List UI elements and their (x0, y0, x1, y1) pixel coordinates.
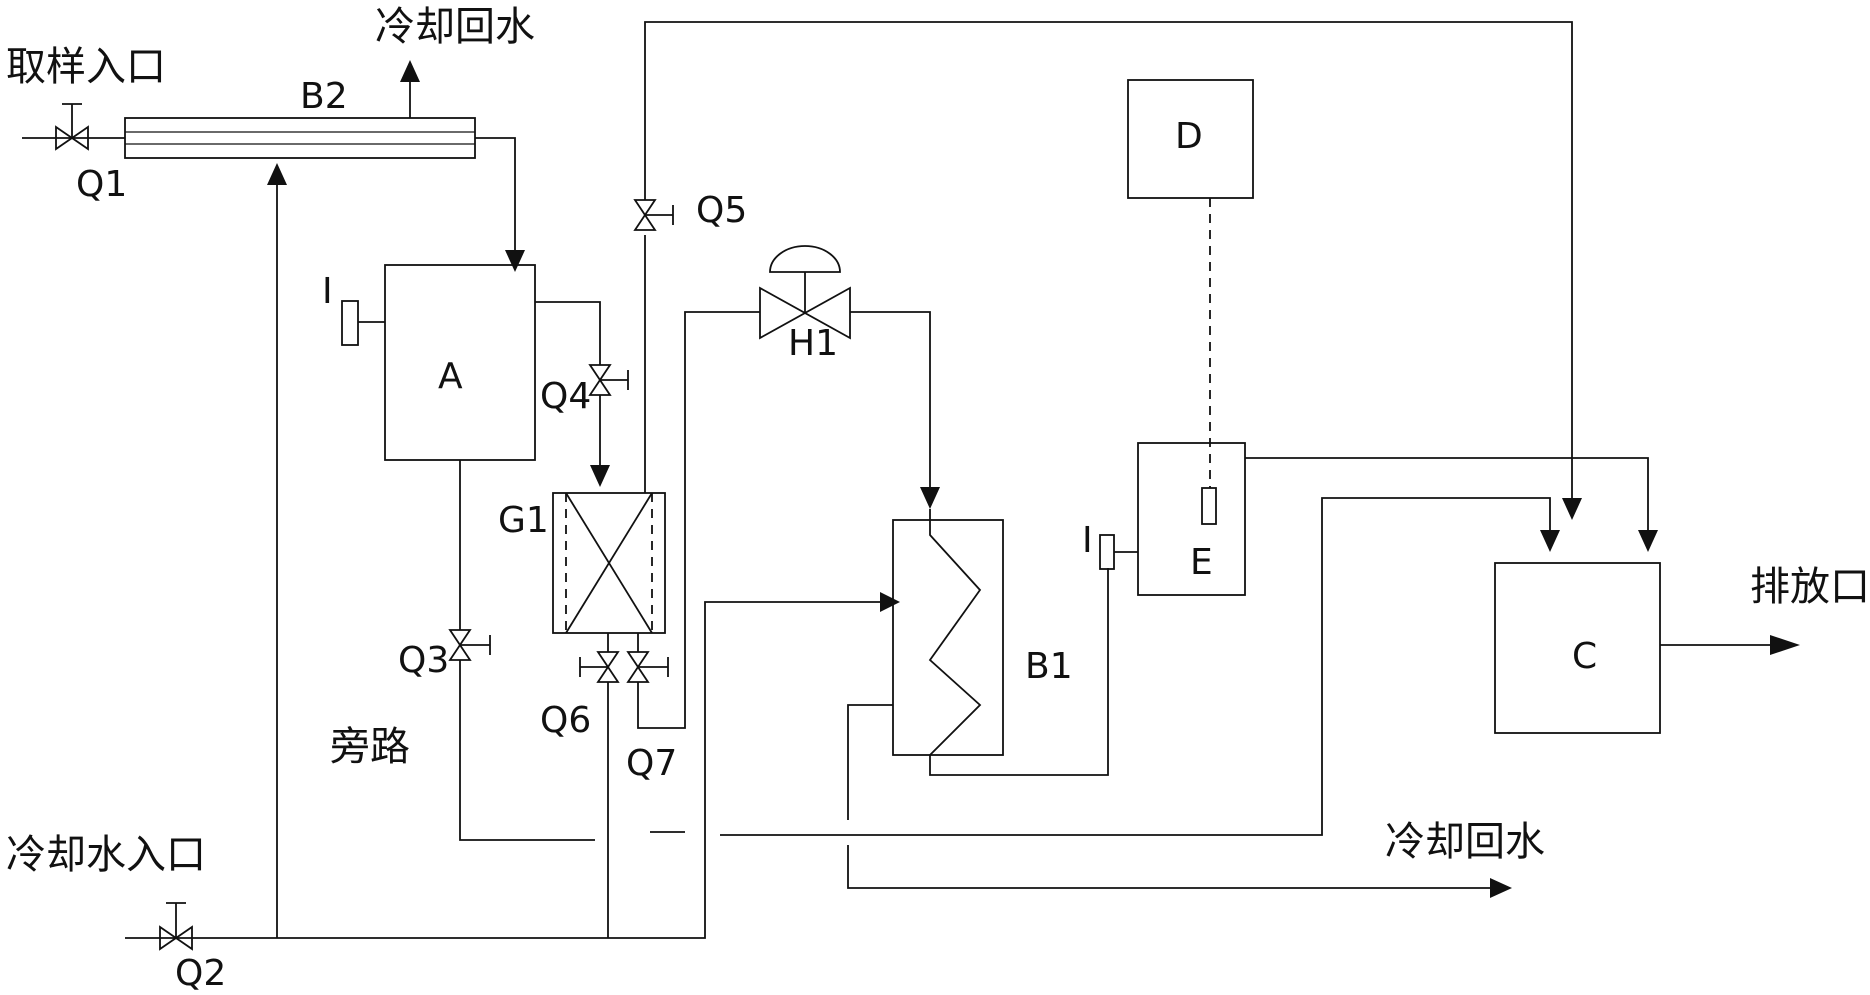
arrow-right-icon (1490, 878, 1512, 898)
arrow-down-icon (920, 487, 940, 509)
indicator-i-right-label: I (1082, 520, 1093, 561)
tank-c (1494, 562, 1661, 734)
cooling-return-top-label: 冷却回水 (375, 4, 535, 50)
sensor-probe (1201, 487, 1217, 525)
valve-q7-label: Q7 (626, 743, 677, 784)
discharge-outlet-label: 排放口 (1750, 564, 1870, 610)
h1-to-b1-pipe (850, 311, 931, 487)
b2-cooler (124, 117, 476, 159)
valve-q1-label: Q1 (76, 164, 127, 205)
component-a-label: A (438, 356, 463, 397)
arrow-up-icon (400, 60, 420, 82)
b1-cooling-out-pipe (847, 704, 893, 820)
arrow-down-icon (1638, 530, 1658, 552)
valve-q4-label: Q4 (540, 376, 591, 417)
indicator-i-left (341, 300, 359, 346)
valve-q3-label: Q3 (398, 640, 449, 681)
b1-coil-pipe (928, 509, 1109, 776)
measurement-cell-e (1137, 442, 1246, 596)
control-valve-h1 (759, 245, 851, 340)
sample-inlet-label: 取样入口 (6, 44, 166, 90)
bypass-label: 旁路 (330, 724, 410, 770)
valve-q5 (633, 199, 674, 231)
cooling-return-bottom-pipe (847, 845, 1490, 889)
filter-g1 (552, 492, 666, 634)
component-e-label: E (1190, 542, 1213, 583)
bypass-return-pipe (459, 660, 595, 841)
component-b1-label: B1 (1025, 646, 1073, 687)
valve-q1 (55, 103, 89, 151)
arrow-up-icon (267, 163, 287, 185)
indicator-i-left-label: I (322, 271, 333, 312)
component-c-label: C (1572, 636, 1597, 677)
valve-q7 (626, 651, 669, 683)
valve-q3 (448, 629, 491, 661)
q7-to-h1-pipe (637, 311, 760, 729)
valve-q6-label: Q6 (540, 700, 591, 741)
component-h1-label: H1 (788, 323, 838, 364)
arrow-right-icon (880, 592, 900, 612)
analyzer-d (1127, 79, 1254, 199)
cooling-main-to-b1-pipe (277, 601, 880, 939)
q5-to-c-pipe (644, 21, 1573, 498)
arrow-down-icon (505, 250, 525, 272)
component-g1-label: G1 (498, 500, 549, 541)
arrow-right-icon (1770, 635, 1800, 655)
valve-q5-label: Q5 (696, 190, 747, 231)
valve-q2 (159, 902, 193, 951)
valve-q6 (579, 651, 620, 683)
component-b2-label: B2 (300, 76, 348, 117)
valve-q2-label: Q2 (175, 953, 226, 994)
cooling-return-bottom-label: 冷却回水 (1385, 819, 1545, 865)
b2-to-a-pipe (475, 137, 516, 250)
valve-q4 (588, 364, 629, 396)
heat-exchanger-b1 (892, 519, 1004, 756)
arrow-down-icon (1540, 530, 1560, 552)
a-to-q4-pipe (535, 301, 601, 365)
component-d-label: D (1175, 116, 1203, 157)
cooling-water-inlet-label: 冷却水入口 (6, 832, 206, 878)
bypass-to-c-pipe (720, 497, 1551, 836)
arrow-down-icon (590, 465, 610, 487)
e-to-c-pipe (1245, 457, 1649, 530)
indicator-i-right (1099, 534, 1115, 570)
arrow-down-icon (1562, 498, 1582, 520)
